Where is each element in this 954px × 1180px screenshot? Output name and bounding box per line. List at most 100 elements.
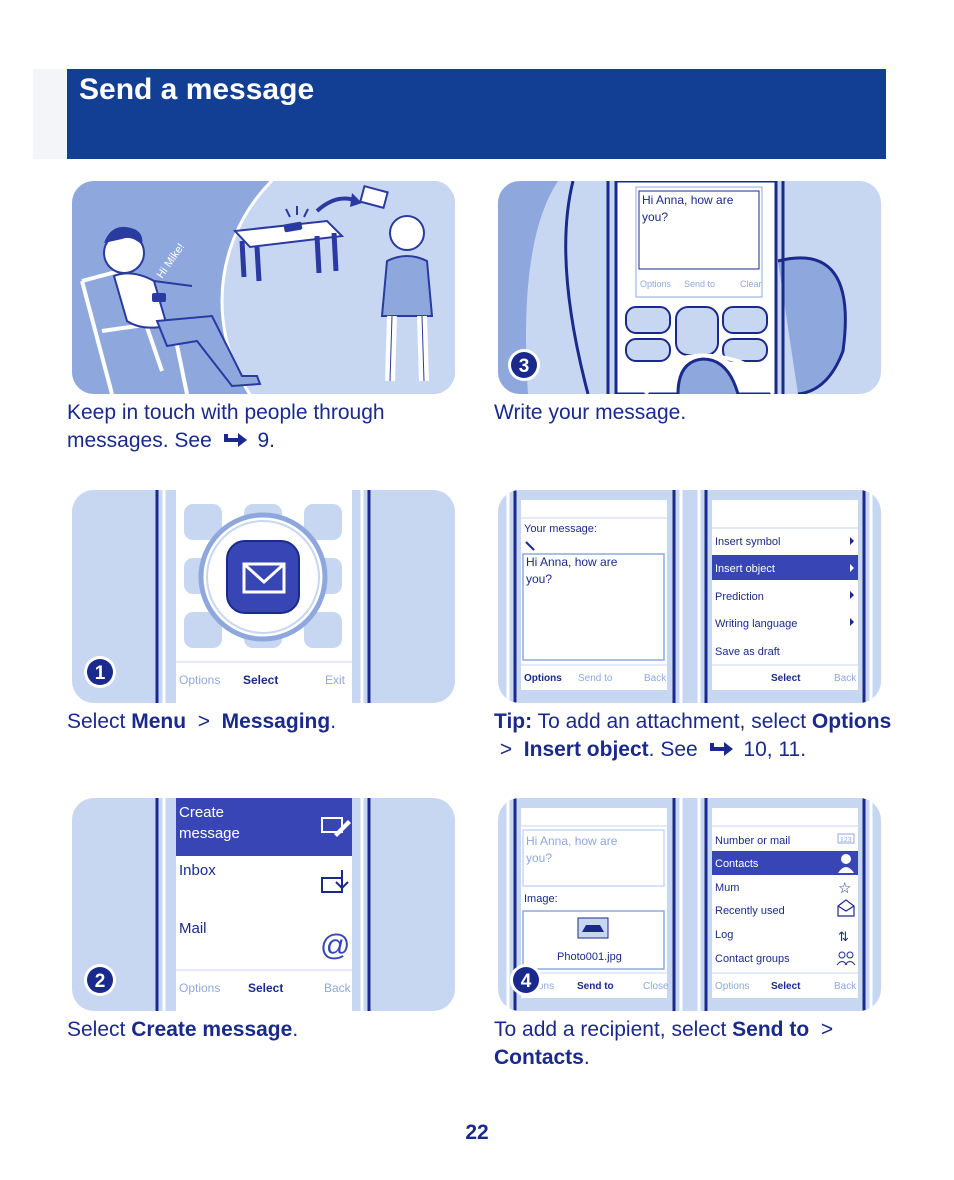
contact-person-icon [838, 854, 854, 873]
step4-right-softkey-back: Back [834, 981, 857, 992]
step1-caption: Select Menu > Messaging. [67, 708, 467, 736]
contacts-number-or-mail: Number or mail [715, 835, 790, 847]
menu-create-line2: message [179, 825, 240, 842]
menu-inbox: Inbox [179, 862, 216, 879]
tip-text: To add an attachment, select [537, 710, 807, 733]
step3-softkey-clear: Clear [740, 279, 762, 289]
messaging-icon-tile [226, 540, 300, 614]
step3-caption: Write your message. [494, 401, 687, 424]
step3-badge: 3 [508, 349, 540, 381]
see-arrow-icon [223, 433, 247, 447]
log-arrows-icon: ⇅ [838, 929, 849, 944]
intro-illustration: Hi Mike! [72, 181, 455, 394]
tip-see: . See [648, 738, 698, 761]
insert-left-softkey-options: Options [524, 673, 562, 684]
insert-right-softkey-select: Select [771, 673, 801, 684]
step2-illustration: Create message Inbox Mail @ Options Sele… [72, 798, 455, 1011]
intro-caption-ref: 9. [257, 429, 275, 452]
step4-image-label: Image: [524, 893, 558, 905]
menu-insert-symbol: Insert symbol [715, 536, 780, 548]
svg-text:1: 1 [95, 663, 106, 684]
step3-illustration: Hi Anna, how are you? Options Send to Cl… [498, 181, 881, 394]
tip-label: Tip: [494, 710, 533, 733]
step2-softkey-select: Select [248, 981, 283, 995]
insert-left-label: Your message: [524, 523, 597, 535]
star-icon: ☆ [838, 880, 851, 897]
step3-softkey-options: Options [640, 279, 672, 289]
contact-groups-icon [836, 951, 856, 966]
page-header: Send a message [67, 69, 886, 159]
intro-caption: Keep in touch with people through messag… [67, 399, 467, 455]
step2-caption-create-message: Create message [131, 1018, 293, 1041]
step2-caption-end: . [292, 1018, 299, 1041]
insert-object-illustration: Your message: Hi Anna, how are you? Opti… [498, 490, 881, 703]
intro-caption-text: Keep in touch with people through messag… [67, 401, 385, 452]
step4-caption-end: . [583, 1046, 590, 1069]
step1-illustration: Options Select Exit 1 [72, 490, 455, 703]
insert-left-softkey-back: Back [644, 673, 667, 684]
create-message-icon [321, 817, 351, 837]
step4-illustration: Hi Anna, how are you? Image: Photo001.jp… [498, 798, 881, 1011]
tip-sep: > [499, 738, 513, 761]
menu-save-as-draft: Save as draft [715, 646, 780, 658]
step4-right-softkey-options: Options [715, 981, 749, 992]
svg-text:4: 4 [521, 971, 532, 992]
step2-caption: Select Create message. [67, 1016, 467, 1044]
keypad-hint: 123 [840, 837, 852, 844]
tip-insert-object: Insert object [523, 738, 649, 761]
step4-right-softkey-select: Select [771, 981, 801, 992]
step4-left-softkey-close: Close [643, 981, 669, 992]
header-side-strip [33, 69, 67, 159]
menu-writing-language: Writing language [715, 618, 797, 630]
step4-caption-contacts: Contacts [494, 1046, 584, 1069]
recent-envelope-icon [837, 899, 855, 917]
tip-caption: Tip: To add an attachment, select Option… [494, 708, 894, 764]
inbox-icon [321, 870, 349, 893]
step3-screen-text-1: Hi Anna, how are [642, 193, 734, 207]
contacts-recently-used: Recently used [715, 905, 785, 917]
step4-caption-text: To add a recipient, select [494, 1018, 727, 1041]
step1-caption-sep: > [197, 710, 210, 733]
step2-badge: 2 [84, 964, 116, 996]
insert-left-softkey-sendto: Send to [578, 673, 613, 684]
step4-caption-sep: > [820, 1018, 834, 1041]
step1-softkey-exit: Exit [325, 673, 346, 687]
step1-caption-menu: Menu [131, 710, 187, 733]
step1-caption-prefix: Select [67, 710, 126, 733]
step4-left-softkey-sendto: Send to [577, 981, 614, 992]
tip-ref: 10, 11. [743, 738, 807, 761]
image-car-icon [577, 917, 609, 939]
step1-softkey-select: Select [243, 673, 278, 687]
step1-softkey-options: Options [179, 673, 220, 687]
contacts-mum: Mum [715, 882, 739, 894]
step4-badge: 4 [510, 964, 542, 996]
svg-text:2: 2 [95, 971, 106, 992]
see-arrow-icon [709, 742, 733, 756]
step4-file: Photo001.jpg [557, 951, 622, 963]
step4-msg-2: you? [526, 851, 552, 865]
menu-mail: Mail [179, 920, 207, 937]
contacts-contacts: Contacts [715, 858, 759, 870]
step3-screen-text-2: you? [642, 210, 668, 224]
step4-msg-1: Hi Anna, how are [526, 834, 618, 848]
step1-caption-end: . [330, 710, 337, 733]
page-title: Send a message [79, 73, 315, 106]
step3-softkey-sendto: Send to [684, 279, 715, 289]
step2-softkey-back: Back [324, 981, 352, 995]
insert-right-softkey-back: Back [834, 673, 857, 684]
step4-caption-send-to: Send to [732, 1018, 810, 1041]
contacts-log: Log [715, 929, 733, 941]
contacts-contact-groups: Contact groups [715, 953, 790, 965]
step4-left-softkey-options: ons [538, 981, 554, 992]
page-number: 22 [465, 1121, 489, 1144]
svg-text:3: 3 [519, 356, 530, 377]
step1-badge: 1 [84, 656, 116, 688]
step1-caption-messaging: Messaging [221, 710, 331, 733]
menu-prediction: Prediction [715, 591, 764, 603]
insert-left-text-2: you? [526, 572, 552, 586]
keypad-hint-icon [837, 833, 855, 844]
step2-caption-prefix: Select [67, 1018, 126, 1041]
menu-insert-object: Insert object [715, 563, 775, 575]
menu-create-line1: Create [179, 804, 224, 821]
insert-left-text-1: Hi Anna, how are [526, 555, 618, 569]
